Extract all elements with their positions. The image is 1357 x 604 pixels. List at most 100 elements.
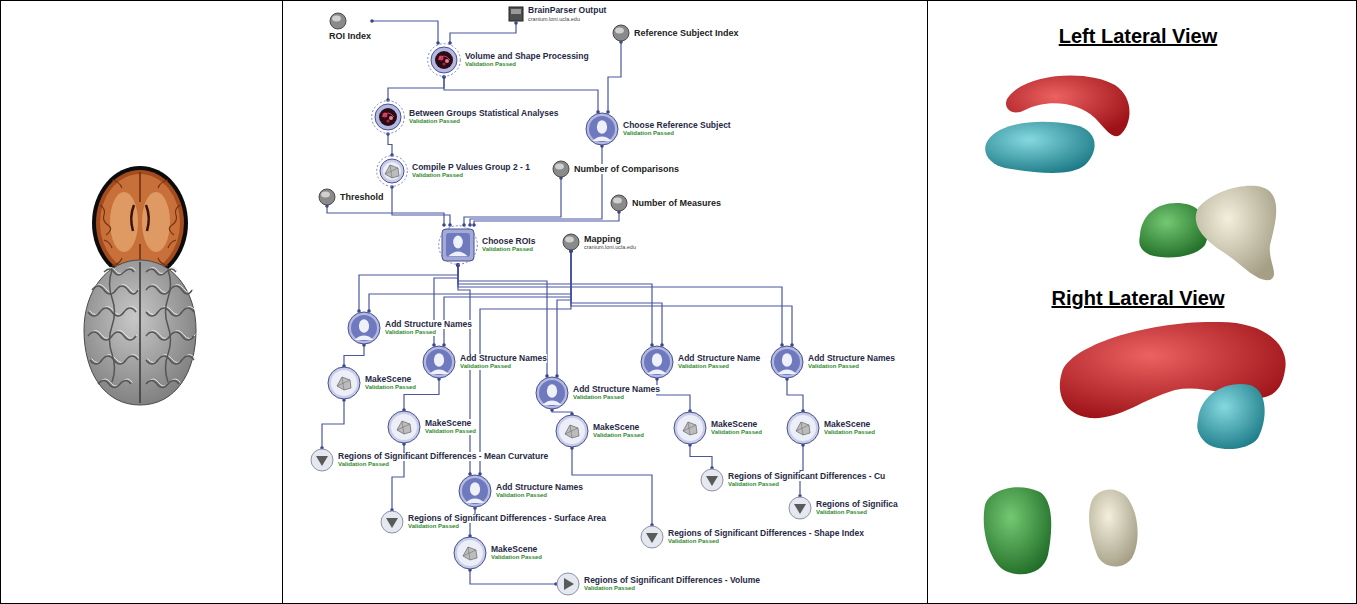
connector: [372, 21, 438, 43]
node-status: Validation Passed: [425, 428, 476, 435]
head-icon: [422, 345, 456, 379]
port-dot: [514, 21, 518, 25]
node-text: Regions of Significant Differences - Sur…: [408, 514, 606, 531]
node-name: Add Structure Name: [678, 354, 760, 364]
node-name: MakeScene: [491, 545, 537, 555]
port-dot: [370, 19, 374, 23]
port-dot: [448, 223, 452, 227]
node-name: Add Structure Names: [385, 320, 472, 330]
head-icon: [585, 112, 619, 146]
icon-art: [439, 226, 478, 265]
module-node: MakeSceneValidation Passed: [786, 411, 876, 445]
icon-art: [454, 537, 486, 569]
port-dot: [456, 263, 460, 267]
node-name: MakeScene: [824, 420, 870, 430]
connector: [571, 251, 792, 345]
output-node: Regions of Significant Differences - Sha…: [640, 525, 865, 549]
node-name: MakeScene: [593, 423, 639, 433]
module-node: MakeSceneValidation Passed: [453, 536, 543, 570]
node-status: Validation Passed: [678, 363, 729, 370]
connector: [690, 445, 712, 468]
view-heading: Right Lateral View: [1051, 287, 1224, 310]
port-dot: [390, 185, 394, 189]
node-text: BrainParser Outputcranium.loni.ucla.edu: [528, 6, 606, 22]
icon-art: [674, 412, 706, 444]
port-dot: [386, 98, 390, 102]
icon-art: [536, 377, 568, 409]
head-icon: [535, 376, 569, 410]
node-text: MakeSceneValidation Passed: [425, 419, 476, 436]
param-icon: [562, 233, 580, 251]
node-status: Validation Passed: [385, 329, 436, 336]
brain-render: [84, 260, 196, 405]
node-name: Choose ROIs: [482, 237, 535, 247]
param-icon: [610, 194, 628, 212]
node-status: Validation Passed: [412, 172, 463, 179]
icon-art: [557, 573, 579, 595]
connector: [464, 178, 561, 225]
node-status: Validation Passed: [816, 509, 867, 516]
node-text: Threshold: [340, 192, 384, 202]
port-dot: [390, 153, 394, 157]
node-name: Threshold: [340, 192, 384, 202]
connector: [474, 212, 619, 225]
output-node: Regions of Significant Differences - Sur…: [380, 510, 607, 534]
node-name: Number of Comparisons: [574, 164, 679, 174]
icon-art: [641, 346, 673, 378]
node-text: Between Groups Statistical AnalysesValid…: [409, 109, 558, 126]
port-dot: [442, 223, 446, 227]
node-name: Add Structure Names: [496, 483, 583, 493]
node-status: Validation Passed: [808, 363, 859, 370]
connector: [470, 146, 602, 225]
connector: [787, 379, 803, 411]
icon-art: [428, 44, 461, 77]
node-name: Regions of Significa: [816, 500, 898, 510]
icon-art: [328, 367, 360, 399]
node-status: Validation Passed: [824, 429, 875, 436]
proc-icon: [427, 43, 461, 77]
module-node: Add Structure NamesValidation Passed: [347, 311, 472, 345]
node-text: Add Structure NamesValidation Passed: [808, 354, 895, 371]
parameter-node: Number of Measures: [610, 194, 722, 212]
connector: [557, 251, 571, 376]
data-source-node: BrainParser Outputcranium.loni.ucla.edu: [508, 6, 607, 23]
node-text: Regions of SignificaValidation Passed: [816, 500, 898, 517]
node-text: MakeSceneValidation Passed: [824, 420, 875, 437]
port-dot: [468, 223, 472, 227]
head-icon: [458, 474, 492, 508]
module-node: MakeSceneValidation Passed: [387, 410, 477, 444]
connector: [359, 265, 458, 311]
connector: [470, 570, 556, 584]
output-node: Regions of Significant Differences - Mea…: [310, 448, 549, 472]
node-status: Validation Passed: [338, 461, 389, 468]
port-dot: [456, 263, 460, 267]
connector: [322, 400, 344, 448]
connector: [327, 206, 444, 225]
connector: [444, 251, 571, 345]
node-text: Number of Measures: [632, 198, 721, 208]
icon-art: [319, 189, 335, 205]
node-text: Regions of Significant Differences - CuV…: [728, 472, 885, 489]
node-text: Number of Comparisons: [574, 164, 679, 174]
icon-art: [613, 25, 629, 41]
node-text: Regions of Significant Differences - Mea…: [338, 452, 548, 469]
port-dot: [442, 75, 446, 79]
node-name: Between Groups Statistical Analyses: [409, 109, 558, 119]
node-text: Reference Subject Index: [634, 28, 739, 38]
node-status: Validation Passed: [482, 246, 533, 253]
icon-art: [556, 415, 588, 447]
connector: [608, 42, 621, 112]
node-name: MakeScene: [365, 375, 411, 385]
node-text: Add Structure NamesValidation Passed: [385, 320, 472, 337]
module-node: MakeSceneValidation Passed: [555, 414, 645, 448]
icon-art: [459, 475, 491, 507]
module-node: Add Structure NamesValidation Passed: [458, 474, 583, 508]
roi-icon: [438, 225, 478, 265]
node-name: Mapping: [584, 234, 621, 244]
scene-icon: [555, 414, 589, 448]
scene-icon: [327, 366, 361, 400]
icon-art: [771, 346, 803, 378]
panel-divider: [927, 0, 928, 604]
node-name: BrainParser Output: [528, 6, 606, 16]
